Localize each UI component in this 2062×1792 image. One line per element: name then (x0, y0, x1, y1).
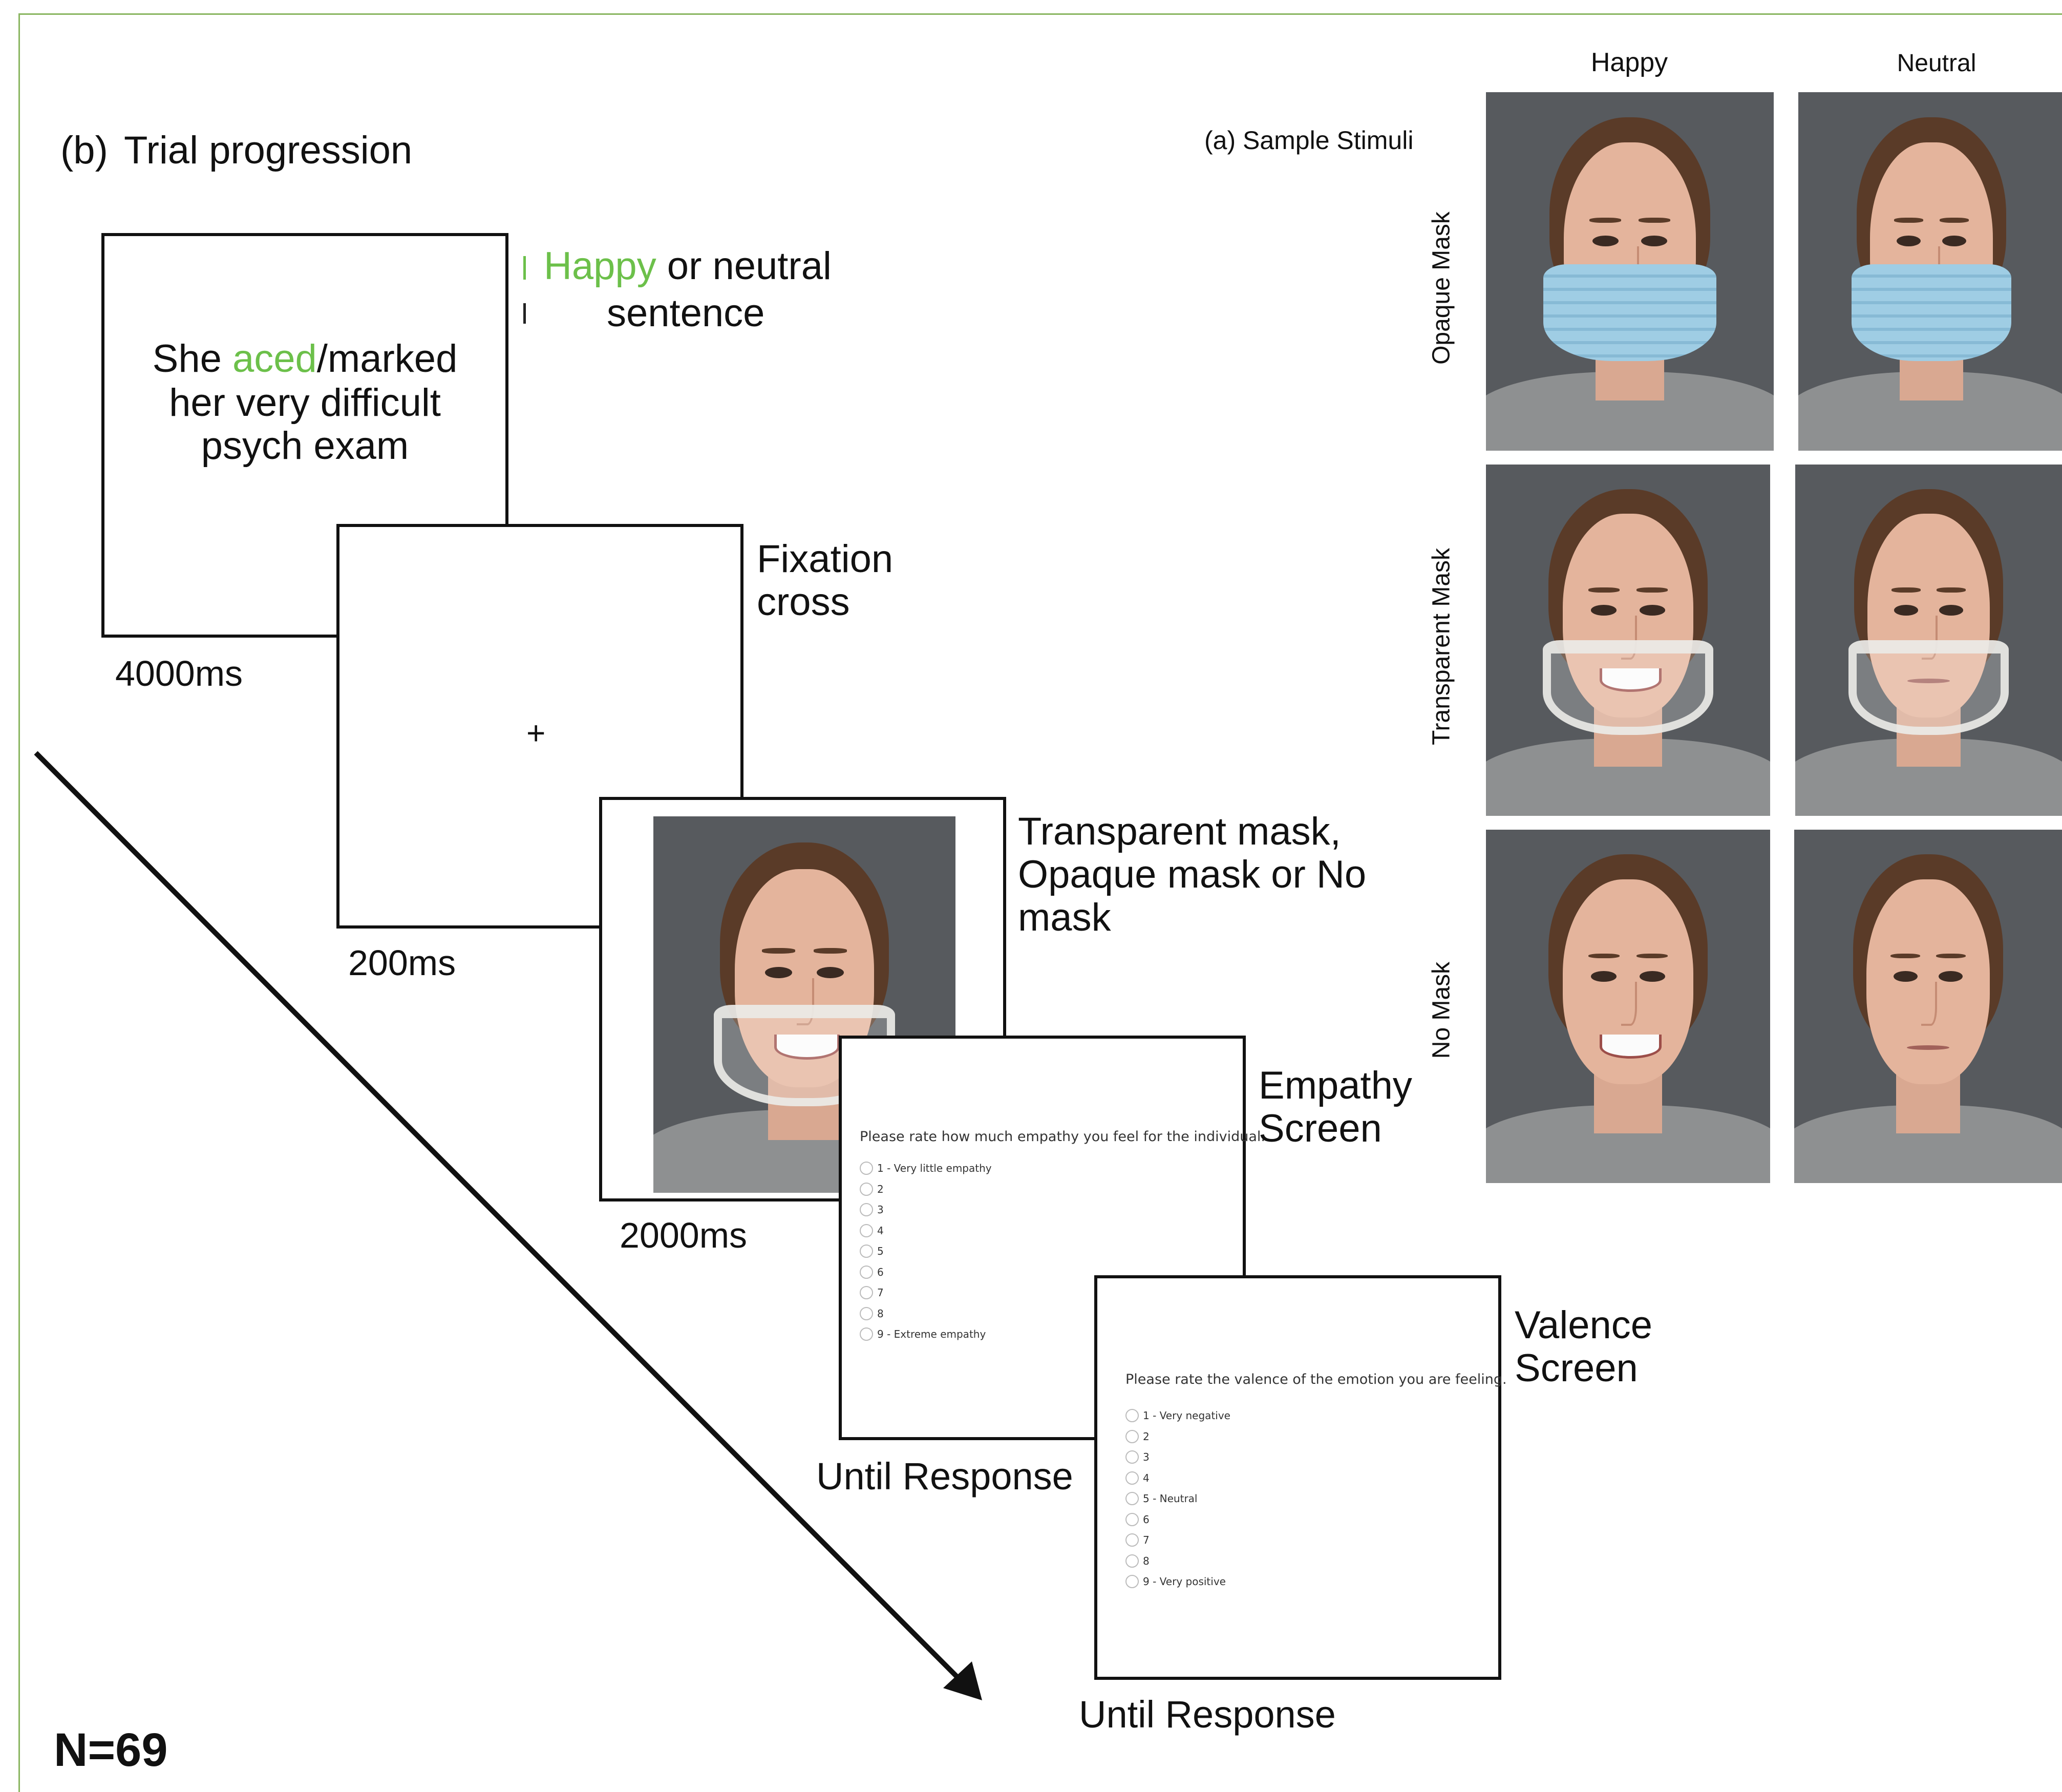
radio-button-icon[interactable] (1125, 1554, 1139, 1568)
radio-button-icon[interactable] (860, 1327, 873, 1341)
sentence-description-line-1: Happy or neutral (544, 244, 832, 288)
radio-button-icon[interactable] (860, 1286, 873, 1299)
row-label-no-mask: No Mask (1428, 961, 1455, 1059)
row-label-transparent-mask: Transparent Mask (1428, 547, 1455, 746)
rating-option-label: 2 (1143, 1430, 1150, 1443)
rating-option[interactable]: 5 (860, 1245, 884, 1258)
rating-option[interactable]: 7 (1125, 1533, 1150, 1547)
radio-button-icon[interactable] (1125, 1512, 1139, 1526)
rating-option-label: 8 (877, 1307, 884, 1320)
rating-option-label: 6 (877, 1266, 884, 1278)
sentence-duration: 4000ms (115, 653, 243, 693)
rating-option[interactable]: 8 (860, 1306, 884, 1320)
empathy-duration: Until Response (816, 1455, 1073, 1498)
radio-button-icon[interactable] (860, 1306, 873, 1320)
column-header-neutral: Neutral (1897, 50, 1976, 77)
sentence-line-2: her very difficult (169, 381, 441, 425)
valence-screen: Please rate the valence of the emotion y… (1094, 1275, 1507, 1680)
empathy-question: Please rate how much empathy you feel fo… (860, 1129, 1265, 1145)
rating-option-label: 1 - Very little empathy (877, 1162, 992, 1174)
figure-frame (18, 13, 2062, 1792)
radio-button-icon[interactable] (860, 1245, 873, 1258)
panel-b-label: (b) (60, 129, 108, 172)
sentence-line-3: psych exam (201, 424, 409, 468)
rating-option[interactable]: 1 - Very little empathy (860, 1162, 992, 1175)
rating-option[interactable]: 4 (1125, 1471, 1150, 1485)
stimulus-neutral-no-mask (1794, 830, 2062, 1183)
radio-button-icon[interactable] (860, 1162, 873, 1175)
face-description-line-1: Transparent mask, (1018, 810, 1341, 853)
rating-option[interactable]: 5 - Neutral (1125, 1492, 1197, 1505)
sentence-line-1: She aced/marked (152, 337, 458, 381)
valence-duration: Until Response (1079, 1693, 1336, 1736)
rating-option[interactable]: 2 (860, 1182, 884, 1196)
stimulus-happy-opaque-mask (1486, 92, 1774, 451)
rating-option-label: 5 (877, 1245, 884, 1257)
panel-a-title: (a) Sample Stimuli (1204, 126, 1414, 155)
rating-option-label: 4 (877, 1224, 884, 1237)
rating-option-label: 8 (1143, 1554, 1150, 1567)
radio-button-icon[interactable] (1125, 1533, 1139, 1547)
stimulus-neutral-opaque-mask (1798, 92, 2062, 451)
sentence-screen: She aced/marked her very difficult psych… (101, 233, 508, 638)
rating-option-label: 6 (1143, 1513, 1150, 1526)
sample-size: N=69 (54, 1724, 168, 1776)
stimulus-happy-no-mask (1486, 830, 1770, 1183)
rating-option[interactable]: 6 (860, 1265, 884, 1279)
column-header-happy: Happy (1590, 48, 1668, 77)
text-cursor-green (523, 256, 526, 280)
rating-option[interactable]: 3 (860, 1203, 884, 1216)
radio-button-icon[interactable] (860, 1224, 873, 1237)
radio-button-icon[interactable] (1125, 1575, 1139, 1588)
empathy-description-line-1: Empathy (1259, 1064, 1412, 1107)
rating-option-label: 3 (877, 1204, 884, 1216)
fixation-description-line-1: Fixation (757, 537, 894, 581)
radio-button-icon[interactable] (860, 1203, 873, 1216)
radio-button-icon[interactable] (860, 1182, 873, 1196)
fixation-cross: + (526, 714, 546, 751)
rating-option-label: 3 (1143, 1451, 1150, 1463)
empathy-description-line-2: Screen (1259, 1107, 1382, 1150)
fixation-duration: 200ms (348, 943, 456, 983)
rating-option-label: 9 - Extreme empathy (877, 1328, 986, 1340)
radio-button-icon[interactable] (1125, 1471, 1139, 1485)
rating-option[interactable]: 2 (1125, 1429, 1150, 1443)
radio-button-icon[interactable] (1125, 1409, 1139, 1422)
radio-button-icon[interactable] (1125, 1450, 1139, 1464)
face-stimulus-screen (599, 797, 1006, 1201)
stimulus-neutral-transparent-mask (1795, 465, 2062, 816)
valence-description-line-2: Screen (1515, 1346, 1638, 1390)
rating-option[interactable]: 9 - Extreme empathy (860, 1327, 986, 1341)
stimulus-happy-transparent-mask (1486, 465, 1770, 816)
fixation-description-line-2: cross (757, 580, 850, 624)
rating-option[interactable]: 9 - Very positive (1125, 1575, 1226, 1588)
rating-option[interactable]: 1 - Very negative (1125, 1409, 1230, 1422)
rating-option[interactable]: 4 (860, 1224, 884, 1237)
rating-option-label: 9 - Very positive (1143, 1575, 1226, 1588)
text-cursor-dark (523, 303, 526, 324)
face-duration: 2000ms (620, 1215, 748, 1255)
radio-button-icon[interactable] (1125, 1492, 1139, 1505)
face-description-line-2: Opaque mask or No (1018, 853, 1367, 896)
rating-option-label: 7 (877, 1287, 884, 1299)
valence-question: Please rate the valence of the emotion y… (1125, 1372, 1507, 1387)
rating-option-label: 2 (877, 1183, 884, 1195)
panel-b-title: Trial progression (124, 129, 413, 172)
rating-option-label: 7 (1143, 1534, 1150, 1546)
rating-option-label: 4 (1143, 1471, 1150, 1484)
sentence-description-line-2: sentence (607, 291, 765, 335)
rating-option[interactable]: 6 (1125, 1512, 1150, 1526)
face-description-line-3: mask (1018, 896, 1111, 939)
valence-description-line-1: Valence (1515, 1303, 1653, 1347)
rating-option[interactable]: 7 (860, 1286, 884, 1299)
rating-option[interactable]: 8 (1125, 1554, 1150, 1568)
radio-button-icon[interactable] (860, 1265, 873, 1279)
row-label-opaque-mask: Opaque Mask (1428, 212, 1455, 365)
rating-option-label: 1 - Very negative (1143, 1409, 1230, 1422)
radio-button-icon[interactable] (1125, 1429, 1139, 1443)
rating-option[interactable]: 3 (1125, 1450, 1150, 1464)
face-photo-transparent-mask (653, 816, 955, 1193)
rating-option-label: 5 - Neutral (1143, 1492, 1198, 1505)
